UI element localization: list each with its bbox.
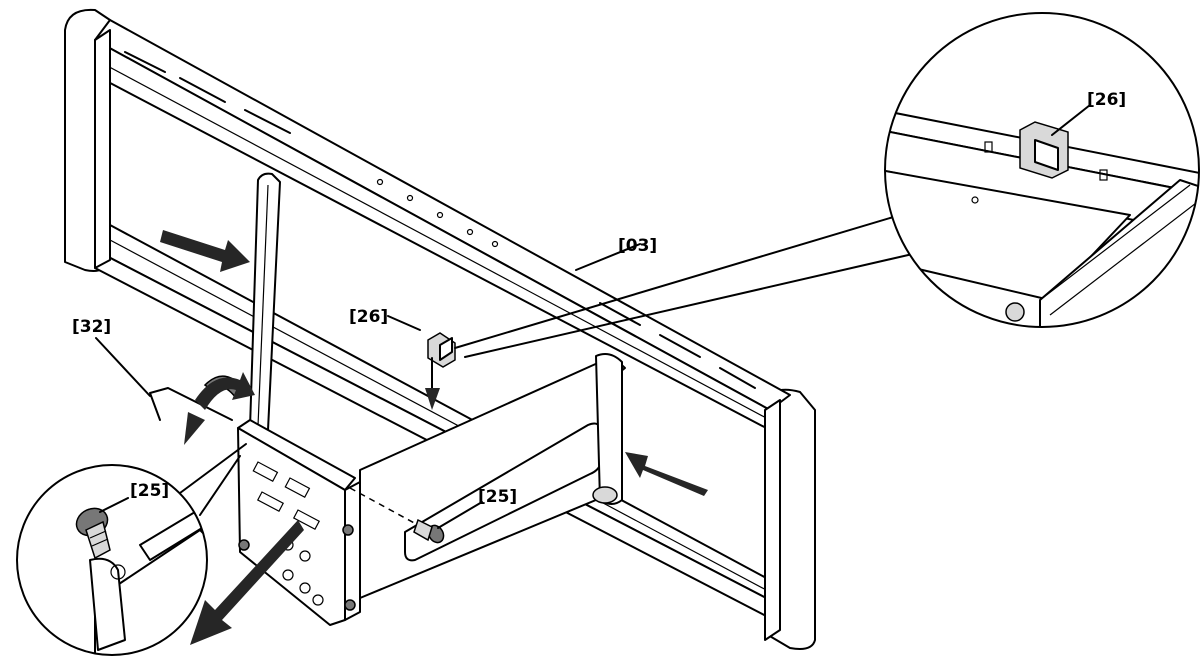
hex-key (95, 337, 255, 445)
clip (387, 214, 931, 410)
callout-hex-key: [32] (72, 317, 111, 337)
arrow-left-icon (625, 452, 708, 496)
callout-screw-zoom: [25] (130, 481, 169, 501)
callout-frame: [03] (618, 236, 657, 256)
callout-clip: [26] (349, 307, 388, 327)
callout-screw: [25] (478, 487, 517, 507)
arrow-right-icon (160, 230, 250, 272)
clip-detail-zoom (884, 12, 1200, 328)
screw (349, 487, 483, 544)
direction-arrows (160, 230, 708, 645)
rail-slots (124, 51, 756, 389)
mounting-bracket (237, 419, 361, 626)
support-strut (249, 172, 281, 431)
arrow-down-left-icon (190, 520, 304, 645)
frame-leader (575, 243, 641, 271)
callout-clip-zoom: [26] (1087, 90, 1126, 110)
screw-detail-zoom (16, 443, 247, 656)
